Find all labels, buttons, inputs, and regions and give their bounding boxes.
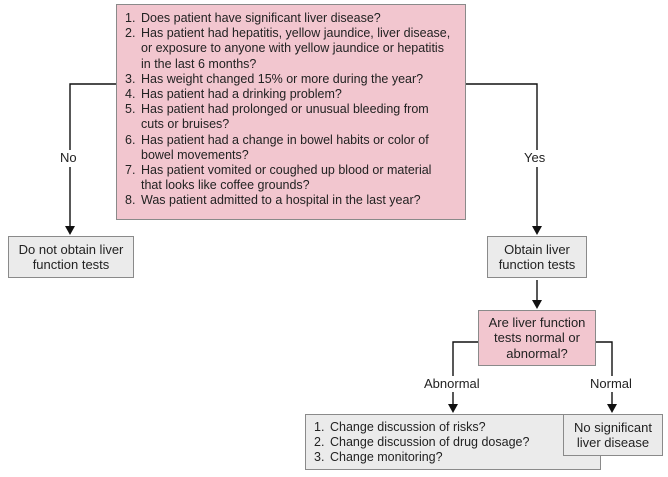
- question-item: 7.Has patient vomited or coughed up bloo…: [125, 163, 432, 193]
- yes-branch-line: [466, 83, 538, 150]
- branch-label-normal: Normal: [590, 376, 632, 391]
- abnormal-actions-box: 1.Change discussion of risks? 2.Change d…: [305, 414, 601, 470]
- no-branch-line: [69, 83, 116, 150]
- question-item: 8.Was patient admitted to a hospital in …: [125, 193, 421, 208]
- normal-outcome-text: No significant liver disease: [573, 419, 653, 451]
- yes-arrowhead: [532, 226, 542, 235]
- yes-outcome-text: Obtain liver function tests: [498, 241, 576, 273]
- branch-label-no: No: [60, 150, 77, 165]
- question-item: 6.Has patient had a change in bowel habi…: [125, 132, 429, 162]
- normal-branch-line: [596, 341, 613, 376]
- decision-box: Are liver function tests normal or abnor…: [478, 310, 596, 366]
- action-item: 2.Change discussion of drug dosage?: [314, 435, 530, 450]
- branch-label-yes: Yes: [524, 150, 546, 165]
- screening-questions-box: 1.Does patient have significant liver di…: [116, 4, 466, 220]
- question-item: 3.Has weight changed 15% or more during …: [125, 71, 424, 86]
- no-outcome-text: Do not obtain liver function tests: [18, 241, 124, 273]
- yes-outcome-box: Obtain liver function tests: [487, 236, 587, 278]
- branch-label-abnormal: Abnormal: [424, 376, 480, 391]
- question-item: 2.Has patient had hepatitis, yellow jaun…: [125, 26, 451, 71]
- decision-arrowhead: [532, 300, 542, 309]
- no-outcome-box: Do not obtain liver function tests: [8, 236, 134, 278]
- decision-text: Are liver function tests normal or abnor…: [488, 314, 586, 361]
- question-item: 1.Does patient have significant liver di…: [125, 11, 381, 25]
- normal-outcome-box: No significant liver disease: [563, 414, 663, 456]
- abnormal-branch-line: [452, 341, 478, 376]
- action-item: 1.Change discussion of risks?: [314, 420, 486, 434]
- question-item: 5.Has patient had prolonged or unusual b…: [125, 102, 429, 132]
- abnormal-arrowhead: [448, 404, 458, 413]
- no-arrowhead: [65, 226, 75, 235]
- question-item: 4.Has patient had a drinking problem?: [125, 87, 342, 102]
- screening-questions-list: 1.Does patient have significant liver di…: [125, 11, 455, 209]
- action-item: 3.Change monitoring?: [314, 450, 443, 465]
- abnormal-actions-list: 1.Change discussion of risks? 2.Change d…: [314, 420, 594, 466]
- normal-arrowhead: [607, 404, 617, 413]
